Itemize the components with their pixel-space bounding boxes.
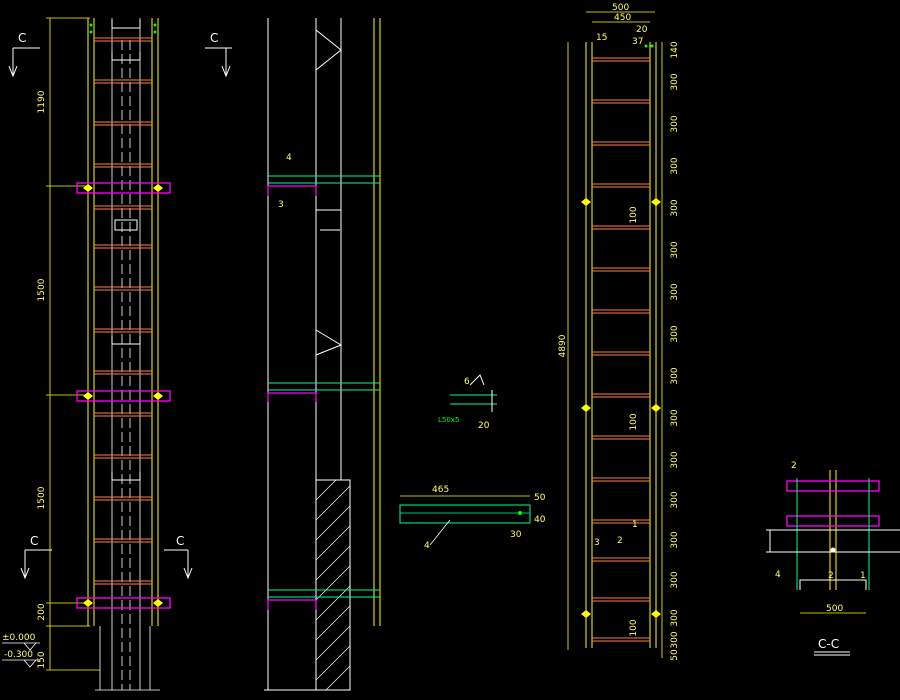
section-arrow-4: [205, 47, 232, 78]
rung-spacing-7: 300: [670, 283, 680, 300]
rung-spacing-10: 300: [670, 409, 680, 426]
section-arrow-3: [164, 549, 193, 580]
weld-size: 6: [464, 377, 470, 387]
rung-spacing-3: 300: [670, 115, 680, 132]
weld-detail: 6 20 L50x5: [438, 374, 497, 431]
ladder-dim-20: 20: [636, 25, 648, 35]
section-tag-4: 4: [775, 570, 781, 580]
section-width: 500: [826, 604, 843, 614]
rung-spacing-14: 300: [670, 571, 680, 588]
ladder-tag-1: 1: [632, 520, 638, 530]
bar-detail: 465 50 40 30 4: [399, 485, 546, 551]
bar-tag: 4: [424, 541, 430, 551]
side-elevation: C: [205, 18, 381, 691]
inner-dim-1: 100: [629, 206, 639, 223]
section-mark-c-top-left: C: [18, 31, 26, 45]
rung-spacing-8: 300: [670, 325, 680, 342]
dim-1500-b: 1500: [37, 486, 47, 509]
dim-1500-a: 1500: [37, 278, 47, 301]
inner-dim-2: 100: [629, 413, 639, 430]
ladder-rails: [87, 18, 159, 626]
level-marker: [2, 642, 40, 651]
rung-spacing-11: 300: [670, 451, 680, 468]
section-tag-2-top: 2: [791, 461, 797, 471]
rung-spacing-9: 300: [670, 367, 680, 384]
ladder-width-450: 450: [614, 13, 631, 23]
rung-spacing-12: 300: [670, 491, 680, 508]
rung-spacing-1: 140: [670, 41, 680, 58]
ladder-dim-15: 15: [596, 33, 607, 43]
section-cc: 500 2 4 2 1 C-C: [766, 461, 900, 656]
rung-spacing-16: 300: [670, 631, 680, 648]
dim-1190: 1190: [37, 90, 47, 113]
rung-spacing-13: 300: [670, 531, 680, 548]
concrete-wall: [315, 479, 351, 691]
section-mark-c-side: C: [210, 31, 218, 45]
rung-spacing-4: 300: [670, 157, 680, 174]
side-tag-3: 3: [278, 200, 284, 210]
bar-dim-30: 30: [510, 530, 522, 540]
dim-200: 200: [37, 603, 47, 620]
dim-150: 150: [37, 651, 47, 668]
rung-spacing-6: 300: [670, 241, 680, 258]
bar-dim-50: 50: [534, 493, 546, 503]
level-zero: ±0.000: [2, 633, 36, 643]
section-title: C-C: [818, 637, 839, 651]
ladder-dim-37: 37: [632, 37, 643, 47]
level-minus: -0.300: [4, 650, 33, 660]
ladder-elevation: 500 450 15 20 37 4890: [558, 3, 680, 661]
bar-dim-40: 40: [534, 515, 546, 525]
weld-note: L50x5: [438, 416, 459, 424]
section-arrow: [8, 47, 40, 78]
section-mark-c-bottom-right: C: [176, 534, 184, 548]
support-brackets: [76, 182, 171, 609]
ladder-tag-2: 2: [617, 536, 623, 546]
front-elevation: C 1190 1500 1500 200 150 ±0.000 -0.300: [2, 17, 193, 691]
ladder-rungs: [94, 37, 152, 585]
section-tag-1: 1: [860, 571, 866, 581]
rung-spacing-15: 300: [670, 609, 680, 626]
level-marker-2: [2, 659, 40, 668]
rung-spacing-17: 50: [670, 649, 680, 661]
ladder-total: 4890: [558, 334, 568, 357]
bar-length: 465: [432, 485, 449, 495]
ladder-tag-3: 3: [594, 538, 600, 548]
side-tag-4: 4: [286, 153, 292, 163]
rung-spacing-5: 300: [670, 199, 680, 216]
inner-dim-3: 100: [629, 619, 639, 636]
weld-dim-20: 20: [478, 421, 490, 431]
section-arrow-2: [20, 549, 52, 580]
section-mark-c-bottom-left: C: [30, 534, 38, 548]
section-tag-2-bottom: 2: [828, 571, 834, 581]
ladder-width-500: 500: [612, 3, 629, 13]
rung-spacing-2: 300: [670, 73, 680, 90]
